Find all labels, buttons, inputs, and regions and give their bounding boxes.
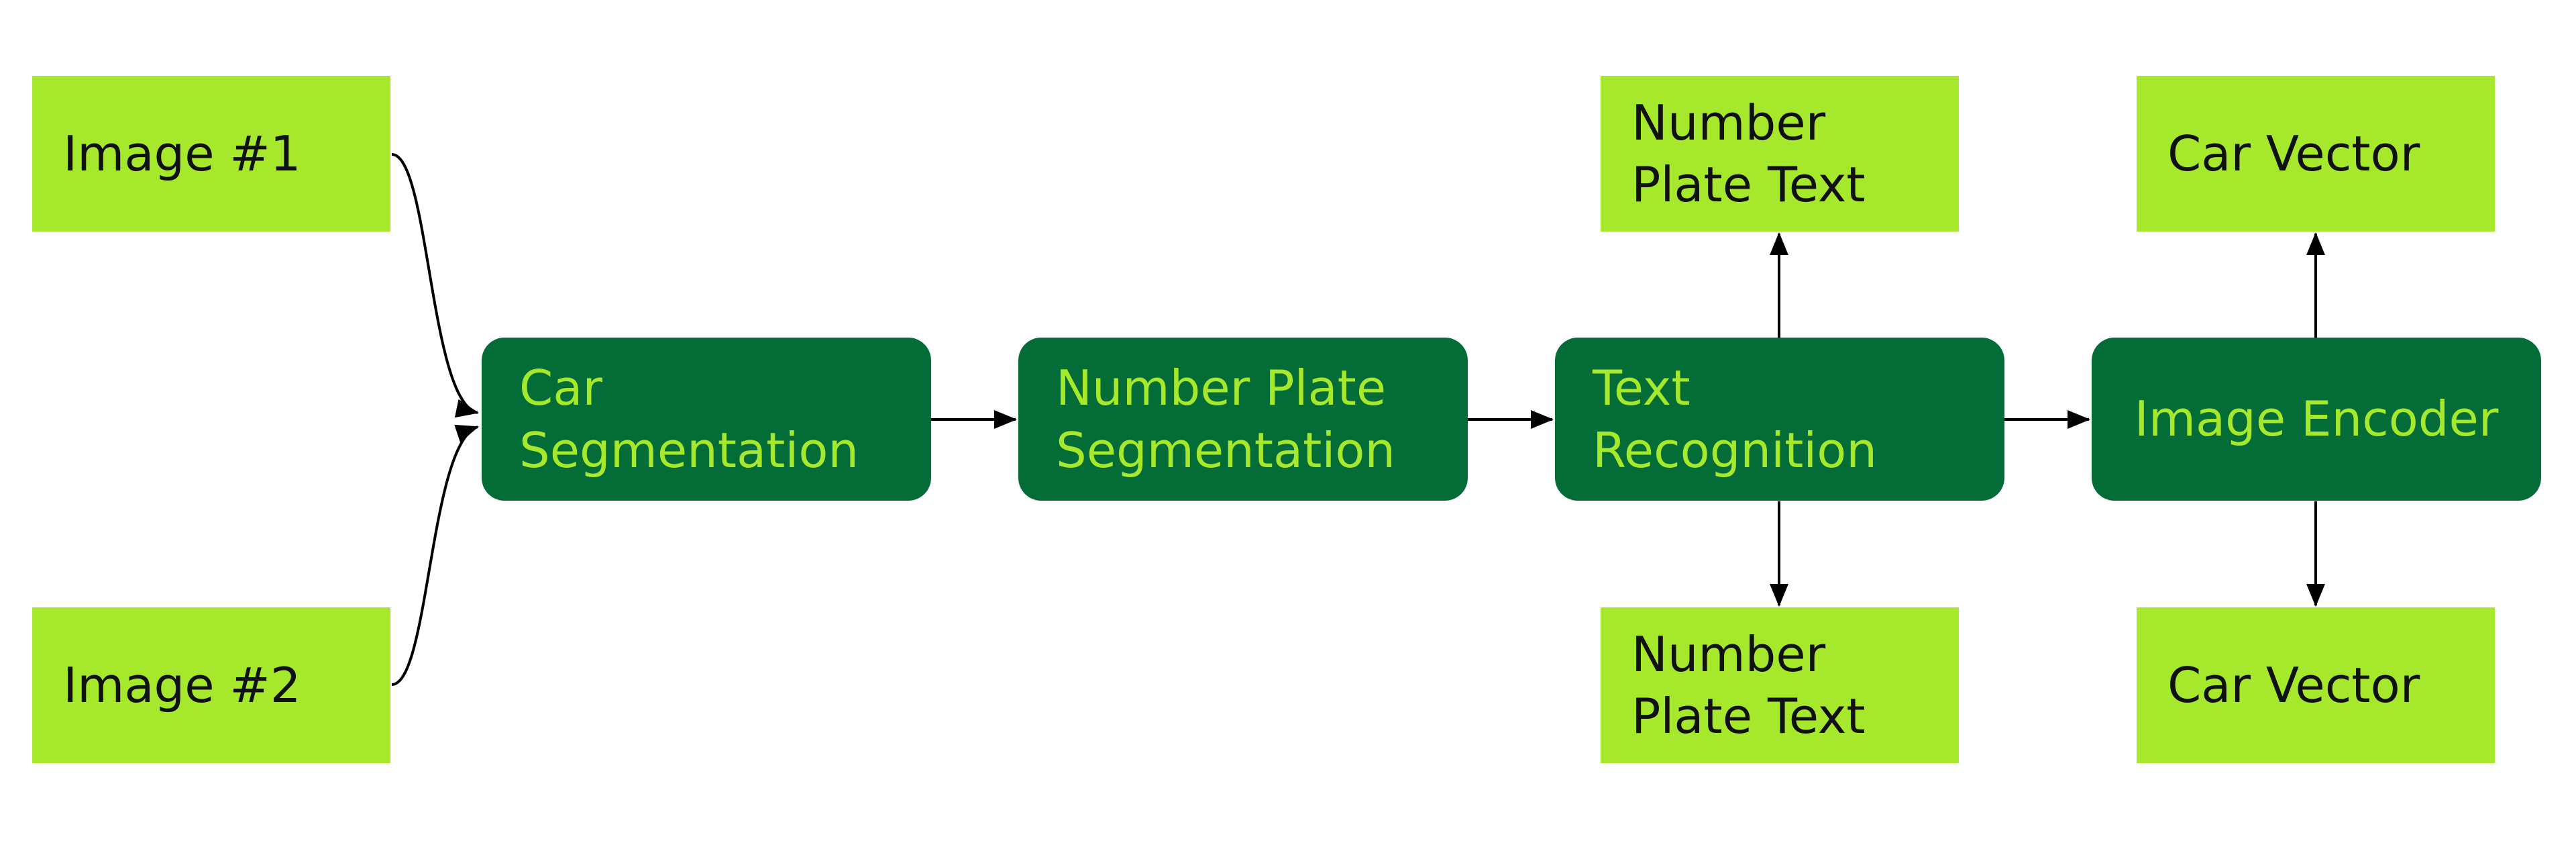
input-image-1-label: Image #1 <box>63 125 301 182</box>
output-number-plate-text-bottom-label: Number Plate Text <box>1631 626 1866 744</box>
output-car-vector-bottom-label: Car Vector <box>2167 656 2420 713</box>
stage-number-plate-segmentation: Number Plate Segmentation <box>1018 338 1468 501</box>
output-car-vector-top: Car Vector <box>2137 76 2495 232</box>
input-image-1: Image #1 <box>32 76 390 232</box>
arrow-image2-to-car-segmentation <box>391 424 479 686</box>
output-car-vector-bottom: Car Vector <box>2137 607 2495 763</box>
stage-text-recognition: Text Recognition <box>1555 338 2004 501</box>
stage-car-segmentation-label: Car Segmentation <box>519 360 859 479</box>
input-image-2: Image #2 <box>32 607 390 763</box>
stage-text-recognition-label: Text Recognition <box>1593 360 1877 479</box>
stage-car-segmentation: Car Segmentation <box>482 338 931 501</box>
output-number-plate-text-top-label: Number Plate Text <box>1631 94 1866 213</box>
output-number-plate-text-bottom: Number Plate Text <box>1601 607 1959 763</box>
stage-number-plate-segmentation-label: Number Plate Segmentation <box>1056 360 1396 479</box>
output-number-plate-text-top: Number Plate Text <box>1601 76 1959 232</box>
input-image-2-label: Image #2 <box>63 656 301 713</box>
arrow-image1-to-car-segmentation <box>391 153 479 418</box>
stage-image-encoder: Image Encoder <box>2092 338 2541 501</box>
output-car-vector-top-label: Car Vector <box>2167 125 2420 182</box>
stage-image-encoder-label: Image Encoder <box>2134 391 2499 448</box>
